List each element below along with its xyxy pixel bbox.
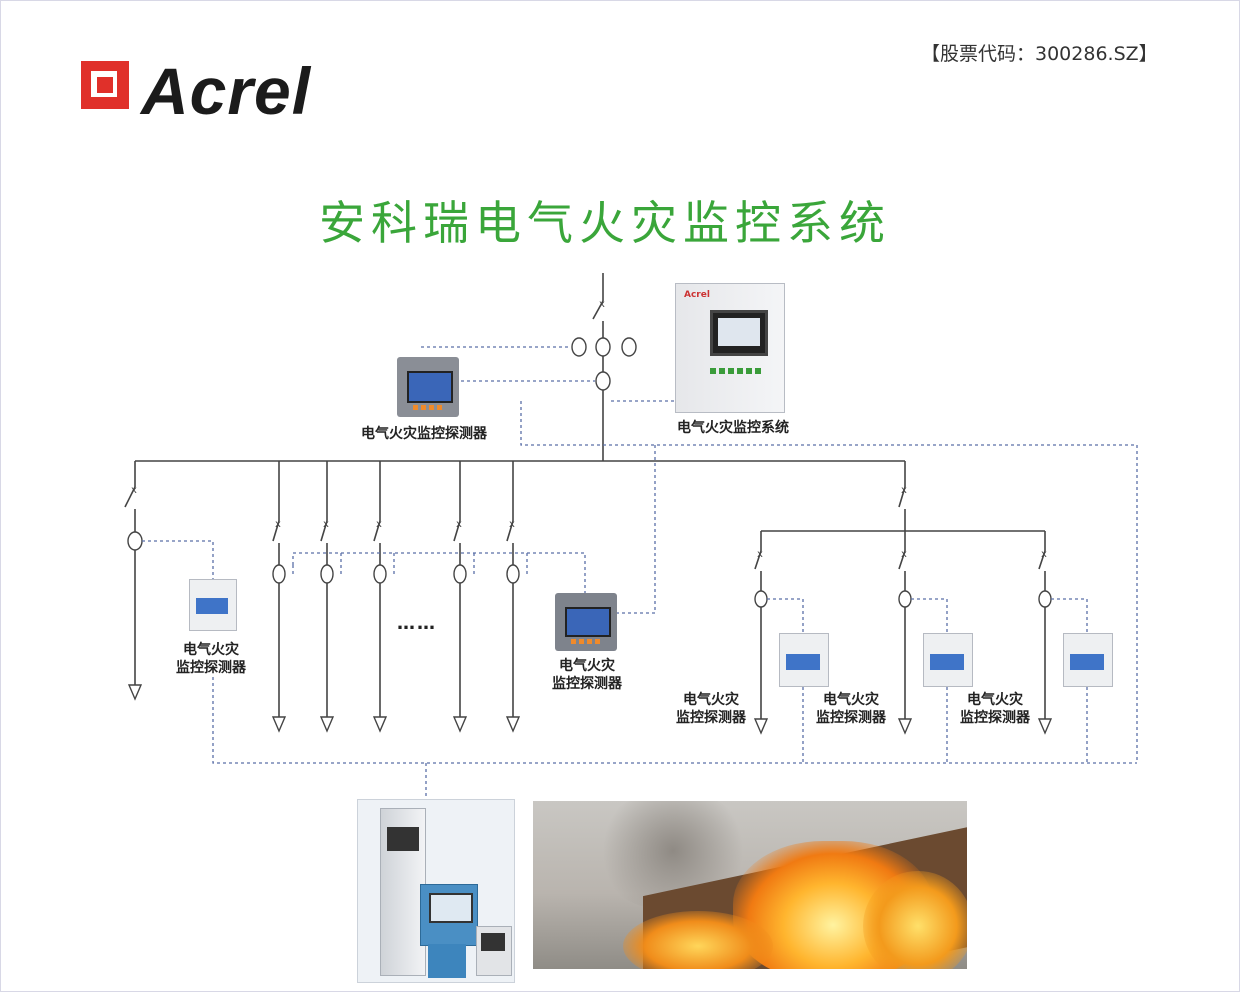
- middle-detector-label: 电气火灾 监控探测器: [552, 658, 622, 692]
- left-detector-device: [189, 579, 237, 631]
- svg-text:x: x: [1041, 549, 1047, 560]
- svg-text:x: x: [456, 519, 462, 530]
- breaker-marks: x x x x x x x x x x x: [131, 299, 1047, 560]
- svg-text:x: x: [131, 485, 137, 496]
- right-detector-label-3: 电气火灾 监控探测器: [960, 692, 1030, 726]
- middle-detector-device: [555, 593, 617, 651]
- svg-text:x: x: [275, 519, 281, 530]
- stock-code: 【股票代码：300286.SZ】: [921, 43, 1158, 65]
- right-detector-device-1: [779, 633, 829, 687]
- svg-text:x: x: [901, 485, 907, 496]
- svg-text:x: x: [323, 519, 329, 530]
- svg-text:x: x: [757, 549, 763, 560]
- left-detector-label: 电气火灾 监控探测器: [161, 641, 261, 677]
- diagram-title: 安科瑞电气火灾监控系统: [319, 196, 891, 250]
- top-detector-label: 电气火灾监控探测器: [361, 426, 487, 442]
- brand-name: Acrel: [141, 54, 312, 128]
- monitoring-system-label: 电气火灾监控系统: [677, 420, 789, 436]
- load-arrows: [127, 684, 1053, 735]
- host-equipment-image: [357, 799, 515, 983]
- more-circuits-ellipsis: ……: [397, 613, 437, 634]
- right-detector-device-2: [923, 633, 973, 687]
- current-transformers: [127, 337, 1052, 608]
- right-detector-device-3: [1063, 633, 1113, 687]
- svg-text:x: x: [599, 299, 605, 310]
- monitoring-cabinet-device: Acrel: [675, 283, 785, 413]
- svg-text:x: x: [376, 519, 382, 530]
- top-detector-device: [397, 357, 459, 417]
- building-fire-image: [533, 801, 967, 969]
- communication-bus: [142, 346, 1138, 799]
- svg-text:x: x: [509, 519, 515, 530]
- solid-wiring: [124, 273, 1046, 725]
- left-detector-label-line2: 监控探测器: [176, 660, 246, 676]
- right-detector-label-2: 电气火灾 监控探测器: [816, 692, 886, 726]
- acrel-logo-icon: [81, 61, 129, 109]
- right-detector-label-1: 电气火灾 监控探测器: [676, 692, 746, 726]
- svg-text:x: x: [901, 549, 907, 560]
- left-detector-label-line1: 电气火灾: [183, 642, 239, 658]
